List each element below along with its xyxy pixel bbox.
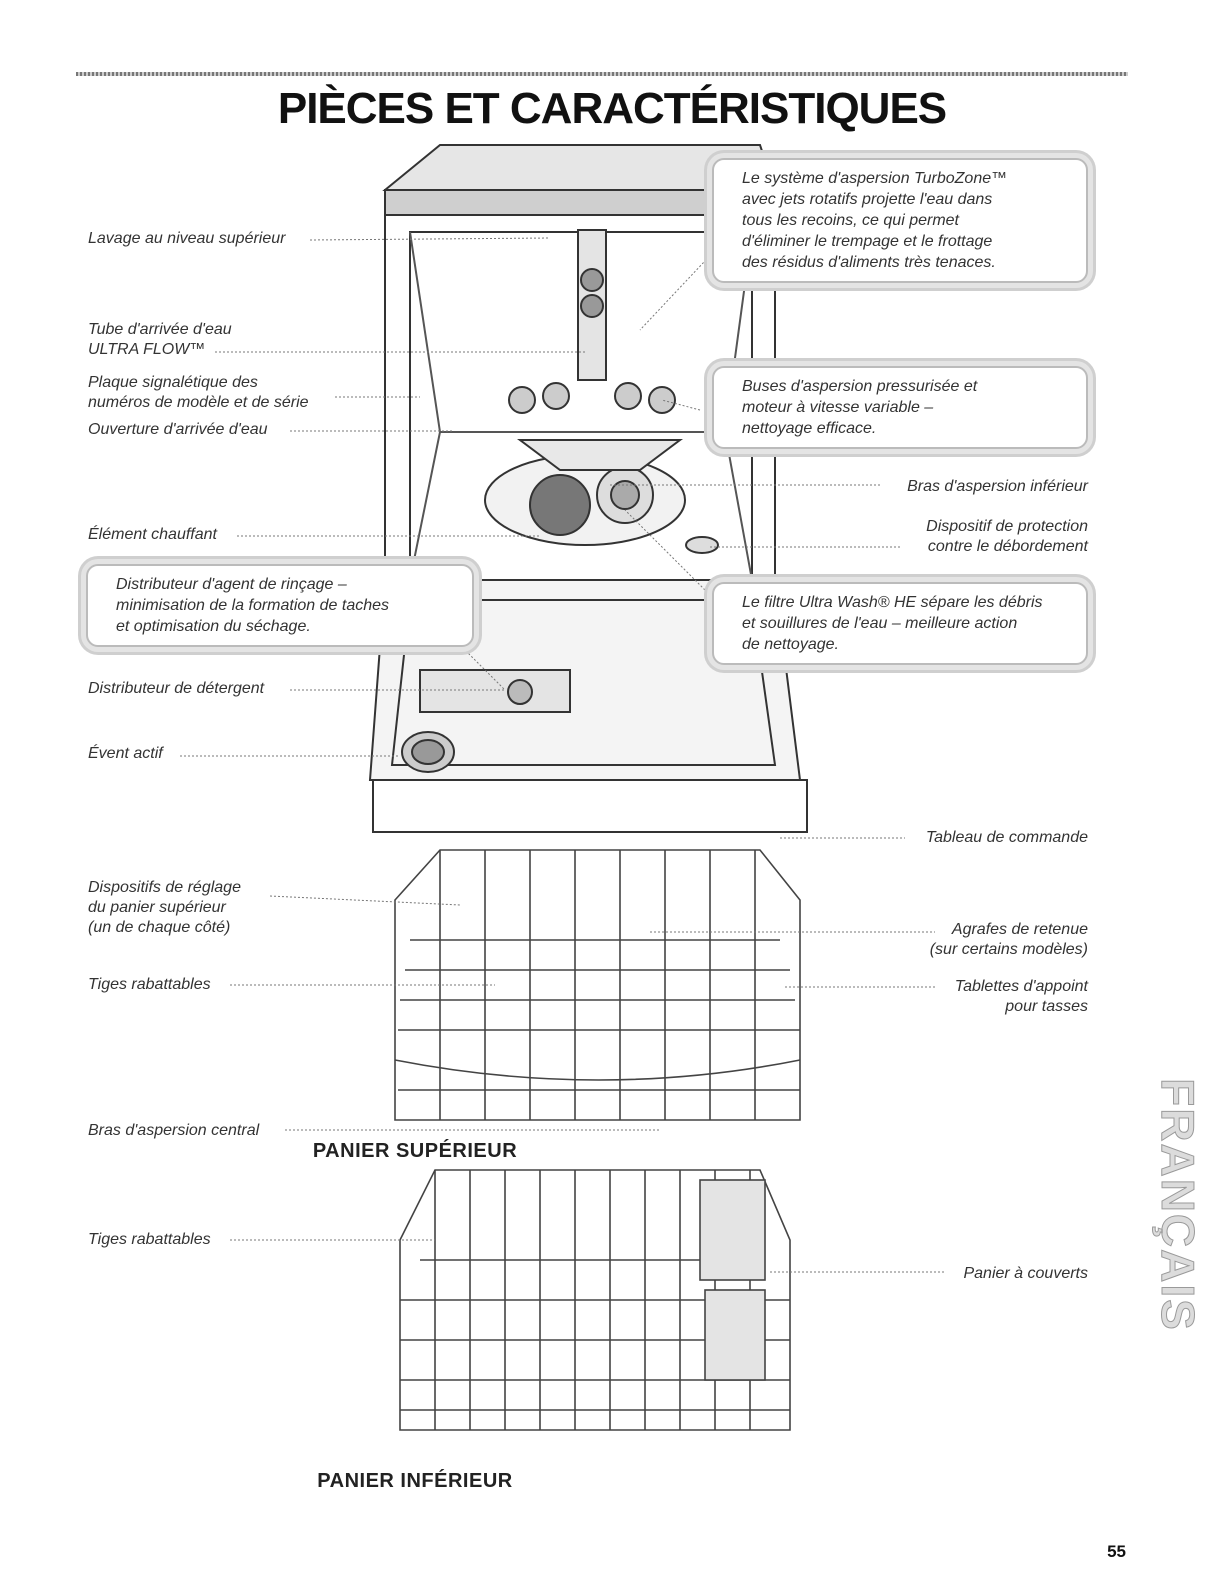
label-distributeur-detergent: Distributeur de détergent bbox=[88, 680, 265, 697]
label-agrafes-retenue: Agrafes de retenue (sur certains modèles… bbox=[929, 921, 1088, 958]
label-ouverture-arrivee: Ouverture d'arrivée d'eau bbox=[88, 421, 268, 438]
label-tiges-rabattables-haut: Tiges rabattables bbox=[88, 976, 211, 993]
callout-buses-aspersion: Buses d'aspersion pressurisée et moteur … bbox=[712, 366, 1088, 449]
lower-rack-title: PANIER INFÉRIEUR bbox=[317, 1470, 513, 1492]
language-side-tab-text: FRANÇAIS bbox=[1152, 1078, 1205, 1333]
label-tablettes-appoint: Tablettes d'appoint pour tasses bbox=[954, 978, 1088, 1015]
page-title: PIÈCES ET CARACTÉRISTIQUES bbox=[277, 84, 947, 133]
label-event-actif: Évent actif bbox=[88, 745, 163, 762]
callout-agent-rincage: Distributeur d'agent de rinçage – minimi… bbox=[86, 564, 474, 647]
label-lavage-superieur: Lavage au niveau supérieur bbox=[88, 230, 286, 247]
top-rule bbox=[76, 72, 1128, 76]
label-tableau-commande: Tableau de commande bbox=[925, 829, 1088, 846]
label-tube-arrivee: Tube d'arrivée d'eau ULTRA FLOW™ bbox=[88, 321, 232, 358]
label-panier-couverts: Panier à couverts bbox=[963, 1265, 1088, 1282]
callout-turbozone: Le système d'aspersion TurboZone™ avec j… bbox=[712, 158, 1088, 283]
language-side-tab: FRANÇAIS bbox=[1148, 1055, 1208, 1355]
label-bras-inferieur: Bras d'aspersion inférieur bbox=[907, 478, 1088, 495]
upper-rack-title: PANIER SUPÉRIEUR bbox=[312, 1140, 518, 1162]
callout-filtre-ultra-wash: Le filtre Ultra Wash® HE sépare les débr… bbox=[712, 582, 1088, 665]
label-tiges-rabattables-bas: Tiges rabattables bbox=[88, 1231, 211, 1248]
page-number: 55 bbox=[1107, 1542, 1126, 1561]
label-protection-debordement: Dispositif de protection contre le débor… bbox=[926, 518, 1088, 555]
label-plaque-signaletique: Plaque signalétique des numéros de modèl… bbox=[88, 374, 309, 411]
label-element-chauffant: Élément chauffant bbox=[88, 526, 217, 543]
label-bras-central: Bras d'aspersion central bbox=[88, 1122, 260, 1139]
label-reglage-panier: Dispositifs de réglage du panier supérie… bbox=[88, 879, 241, 936]
